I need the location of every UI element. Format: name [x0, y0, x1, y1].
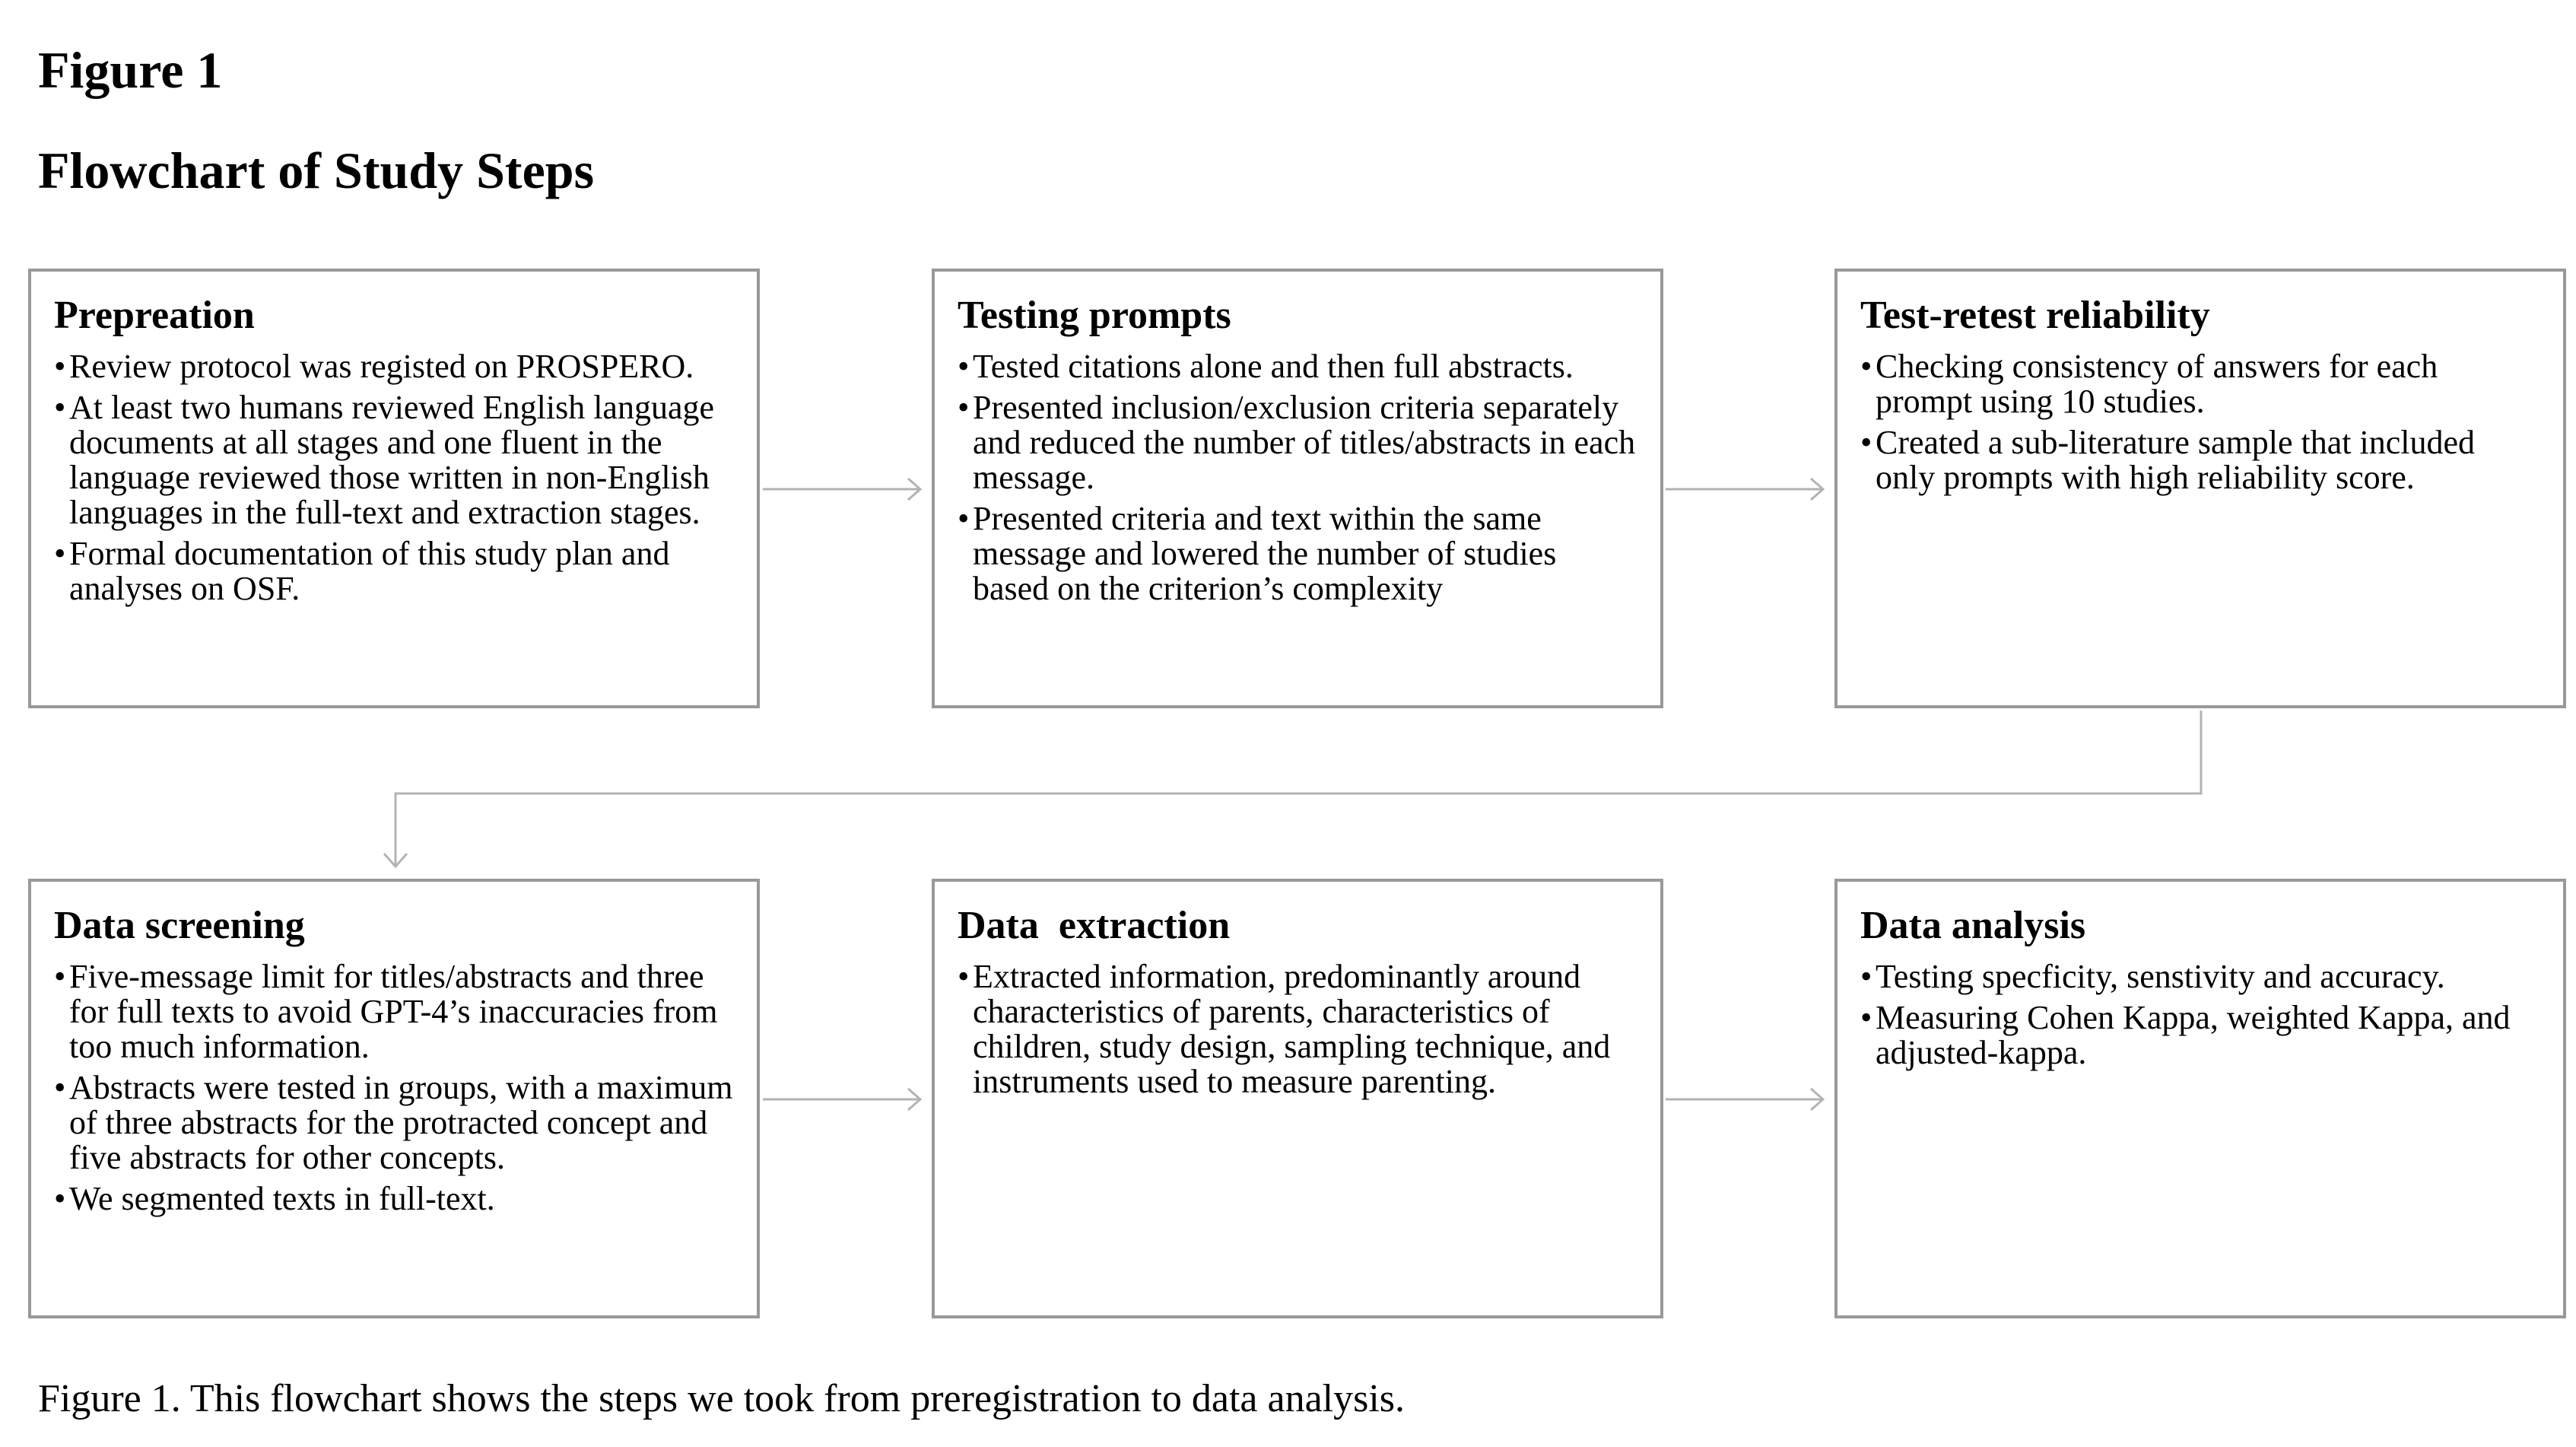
bullet-icon: • — [54, 535, 66, 572]
step-title: Data analysis — [1860, 904, 2086, 947]
step-bullet-item: •Checking consistency of answers for eac… — [1860, 348, 2438, 420]
bullet-icon: • — [1860, 424, 1872, 461]
step-bullet-item: •Testing specficity, senstivity and accu… — [1860, 958, 2445, 995]
step-bullet-item: •We segmented texts in full-text. — [54, 1180, 495, 1217]
step-title: Testing prompts — [958, 294, 1231, 337]
bullet-icon: • — [54, 389, 66, 426]
bullet-icon: • — [958, 958, 970, 995]
bullet-icon: • — [958, 389, 970, 426]
step-bullet-item: •Measuring Cohen Kappa, weighted Kappa, … — [1860, 999, 2511, 1071]
step-bullet-item: •Tested citations alone and then full ab… — [958, 348, 1574, 385]
step-bullet-item: •Presented criteria and text within the … — [958, 500, 1557, 607]
bullet-icon: • — [1860, 348, 1872, 385]
step-box-data-screening: Data screening •Five-message limit for t… — [28, 879, 760, 1318]
step-bullet-item: •Review protocol was registed on PROSPER… — [54, 348, 694, 385]
step-bullet-item: •Created a sub-literature sample that in… — [1860, 424, 2476, 496]
arrow-screening-to-extraction — [763, 1087, 923, 1111]
step-bullet-item: •Five-message limit for titles/abstracts… — [54, 958, 718, 1065]
bullet-icon: • — [958, 500, 970, 537]
arrow-testing-to-reliability — [1666, 477, 1825, 501]
step-bullet-item: •Abstracts were tested in groups, with a… — [54, 1069, 733, 1176]
arrow-reliability-to-screening — [383, 711, 2203, 869]
step-bullet-item: •Extracted information, predominantly ar… — [958, 958, 1611, 1100]
step-bullet-item: •At least two humans reviewed English la… — [54, 389, 715, 531]
step-title: Test-retest reliability — [1860, 294, 2210, 337]
bullet-icon: • — [1860, 958, 1872, 995]
step-title: Prepreation — [54, 294, 255, 337]
arrow-extraction-to-analysis — [1666, 1087, 1825, 1111]
step-box-test-retest-reliability: Test-retest reliability •Checking consis… — [1834, 269, 2566, 708]
step-bullet-item: •Formal documentation of this study plan… — [54, 535, 670, 607]
step-bullet-item: •Presented inclusion/exclusion criteria … — [958, 389, 1636, 496]
bullet-icon: • — [54, 348, 66, 385]
bullet-icon: • — [54, 958, 66, 995]
step-box-data-extraction: Data extraction •Extracted information, … — [932, 879, 1663, 1318]
step-box-data-analysis: Data analysis •Testing specficity, senst… — [1834, 879, 2566, 1318]
figure-title: Flowchart of Study Steps — [38, 142, 595, 199]
bullet-icon: • — [1860, 999, 1872, 1036]
step-title: Data screening — [54, 904, 305, 947]
bullet-icon: • — [958, 348, 970, 385]
arrow-preparation-to-testing — [763, 477, 923, 501]
figure-label: Figure 1 — [38, 41, 223, 99]
bullet-icon: • — [54, 1180, 66, 1217]
figure-caption: Figure 1. This flowchart shows the steps… — [38, 1377, 1406, 1420]
step-title: Data extraction — [958, 904, 1231, 947]
step-box-preparation: Prepreation •Review protocol was registe… — [28, 269, 760, 708]
step-box-testing-prompts: Testing prompts •Tested citations alone … — [932, 269, 1663, 708]
bullet-icon: • — [54, 1069, 66, 1106]
